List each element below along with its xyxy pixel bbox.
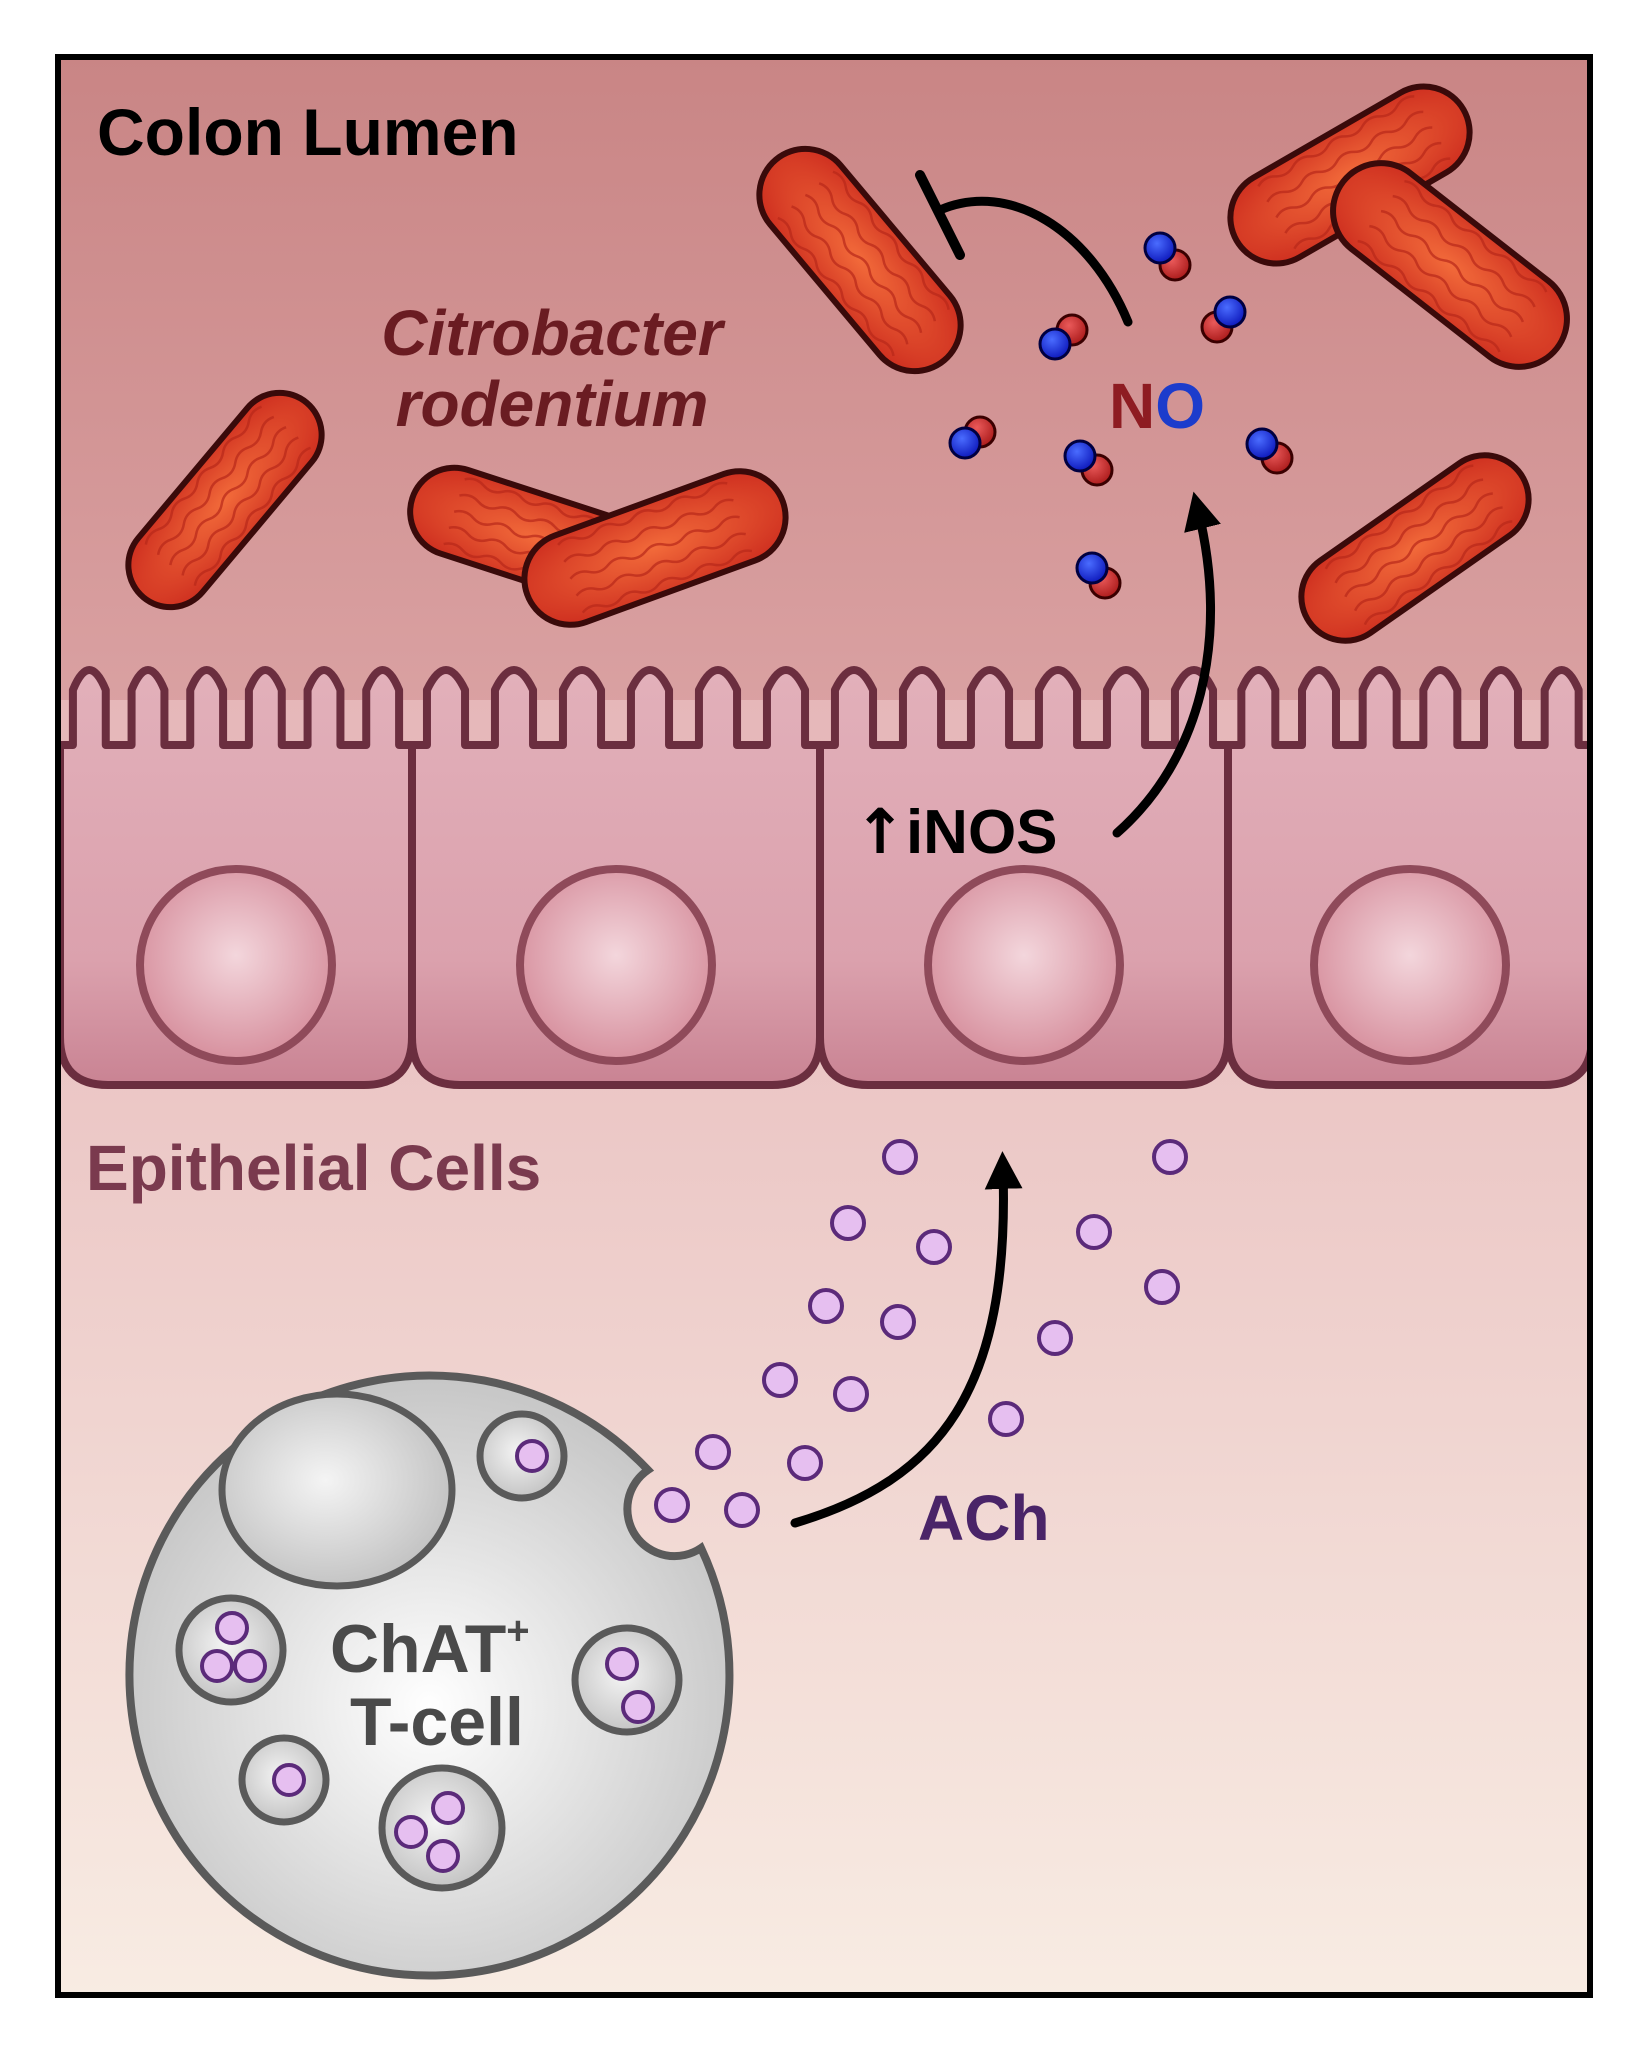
t-cell-label-chat: ChAT bbox=[330, 1611, 506, 1687]
ach-label: ACh bbox=[918, 1482, 1050, 1554]
colon-lumen-label: Colon Lumen bbox=[97, 95, 519, 169]
vesicle-2-ach-3 bbox=[233, 1649, 267, 1683]
ach-molecule-5 bbox=[1076, 1214, 1112, 1250]
bacterium-7 bbox=[1298, 452, 1532, 644]
no-molecule-4 bbox=[948, 415, 997, 460]
vesicle-5-ach-3 bbox=[426, 1839, 460, 1873]
inos-text: iNOS bbox=[906, 798, 1058, 867]
nucleus-4 bbox=[1310, 865, 1510, 1065]
t-cell-label-sup: + bbox=[506, 1609, 529, 1653]
nitric-oxide-molecules bbox=[948, 231, 1294, 600]
ach-molecule-16 bbox=[724, 1492, 760, 1528]
bacterium-1 bbox=[756, 145, 964, 375]
chat-t-cell bbox=[125, 1371, 734, 1980]
no-molecule-5 bbox=[1063, 439, 1114, 487]
no-molecule-7 bbox=[1075, 551, 1122, 600]
bacteria-species-label-line1: Citrobacter bbox=[381, 297, 726, 369]
ach-molecule-11 bbox=[833, 1376, 869, 1412]
inos-to-no-arrow bbox=[1112, 491, 1221, 838]
inhibition-arrow bbox=[935, 196, 1133, 327]
ach-molecule-10 bbox=[762, 1362, 798, 1398]
vesicle-4-ach-1 bbox=[272, 1763, 306, 1797]
no-molecule-3 bbox=[1038, 313, 1089, 361]
vesicle-5-ach-2 bbox=[394, 1815, 428, 1849]
epithelial-cells-label: Epithelial Cells bbox=[86, 1132, 541, 1204]
bacteria-species-label-line2: rodentium bbox=[396, 368, 709, 440]
vesicle-4 bbox=[238, 1734, 330, 1826]
ach-molecule-4 bbox=[916, 1229, 952, 1265]
no-label-n: N bbox=[1109, 370, 1155, 442]
bacterium-3 bbox=[1330, 160, 1570, 370]
ach-molecule-7 bbox=[880, 1304, 916, 1340]
vesicle-1 bbox=[476, 1410, 568, 1502]
ach-molecule-2 bbox=[1152, 1139, 1188, 1175]
ach-to-epithelium-arrow bbox=[790, 1151, 1023, 1528]
ach-molecule-13 bbox=[695, 1434, 731, 1470]
ach-molecule-1 bbox=[882, 1139, 918, 1175]
vesicle-3-ach-2 bbox=[621, 1690, 655, 1724]
t-cell-label-line2: T-cell bbox=[350, 1684, 524, 1760]
nucleus-1 bbox=[136, 865, 336, 1065]
nucleus-3 bbox=[924, 865, 1124, 1065]
inos-label: ↑iNOS bbox=[854, 795, 1058, 868]
no-label: NO bbox=[1109, 370, 1205, 442]
epithelial-layer bbox=[58, 666, 1590, 1089]
vesicle-3-ach-1 bbox=[605, 1647, 639, 1681]
bacteria-group bbox=[125, 83, 1570, 644]
ach-molecule-9 bbox=[1037, 1320, 1073, 1356]
bacterium-4 bbox=[125, 389, 325, 611]
ach-molecule-15 bbox=[654, 1487, 690, 1523]
inos-up-arrow: ↑ bbox=[854, 795, 906, 868]
vesicle-2 bbox=[175, 1594, 287, 1706]
vesicle-2-ach-1 bbox=[215, 1611, 249, 1645]
figure-frame bbox=[55, 54, 1593, 1998]
no-molecule-6 bbox=[1245, 427, 1294, 475]
vesicle-5 bbox=[378, 1764, 506, 1892]
vesicle-1-ach-1 bbox=[515, 1439, 549, 1473]
t-cell-label-line1: ChAT+ bbox=[330, 1609, 530, 1687]
ach-molecule-12 bbox=[988, 1401, 1024, 1437]
vesicle-3 bbox=[571, 1624, 683, 1736]
vesicle-group bbox=[175, 1410, 683, 1892]
ach-molecule-8 bbox=[1144, 1269, 1180, 1305]
vesicle-5-ach-1 bbox=[431, 1791, 465, 1825]
inhibition-bar bbox=[915, 170, 965, 260]
no-molecule-1 bbox=[1143, 231, 1192, 282]
ach-molecule-6 bbox=[808, 1288, 844, 1324]
ach-molecule-3 bbox=[830, 1205, 866, 1241]
bacterium-6 bbox=[521, 468, 789, 628]
nucleus-2 bbox=[516, 865, 716, 1065]
ach-molecule-14 bbox=[787, 1445, 823, 1481]
no-molecule-2 bbox=[1200, 295, 1247, 344]
vesicle-2-ach-2 bbox=[200, 1649, 234, 1683]
no-label-o: O bbox=[1155, 370, 1205, 442]
t-cell-large-vacuole bbox=[218, 1390, 456, 1590]
